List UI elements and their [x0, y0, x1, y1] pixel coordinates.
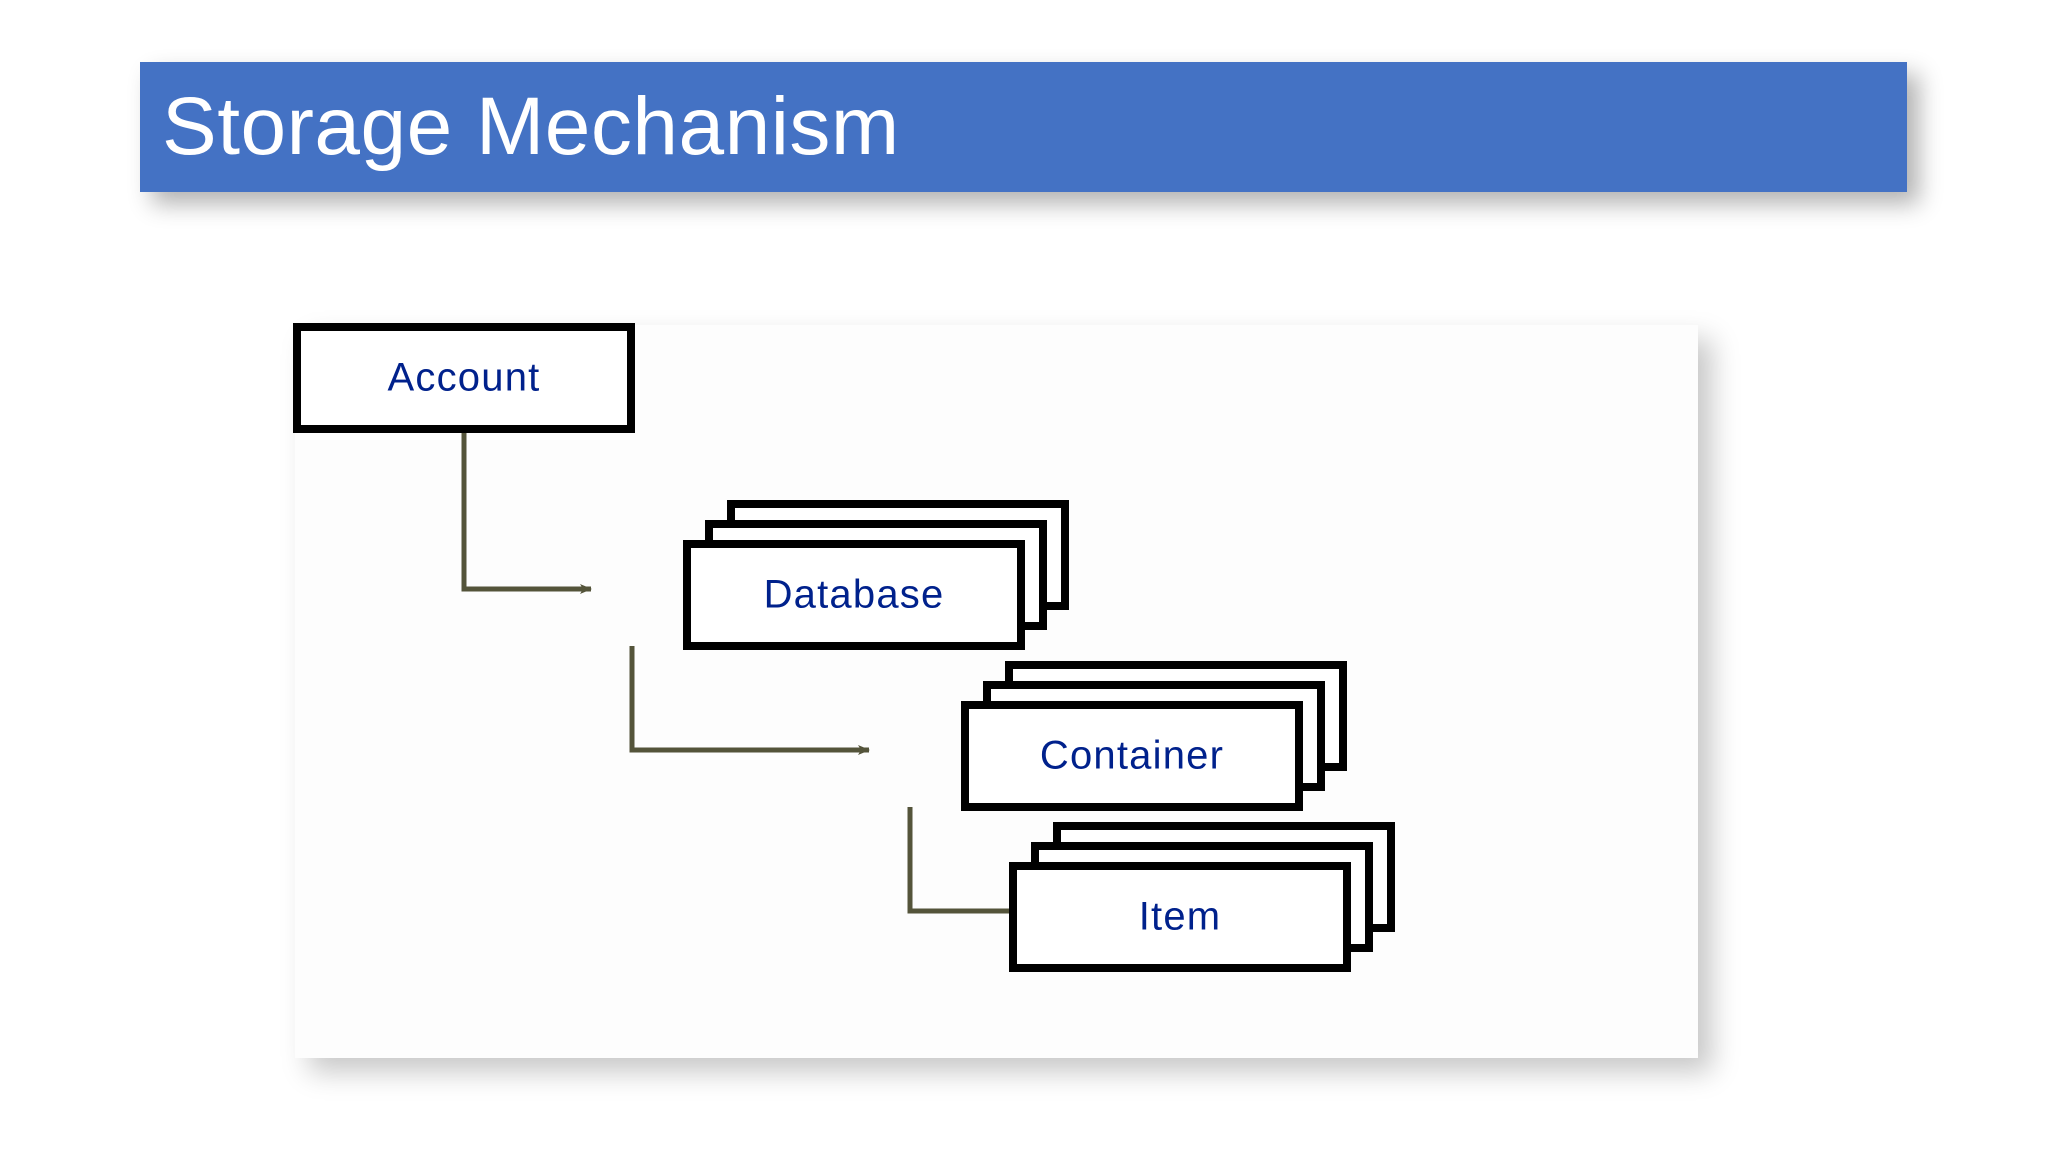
- node-item-layer-front: [1009, 862, 1351, 972]
- node-account-box: [293, 323, 635, 433]
- node-container-layer-front: [961, 701, 1303, 811]
- node-item-label: Item: [1139, 895, 1222, 939]
- storage-mechanism-diagram: Item Container Database Account: [293, 323, 1395, 972]
- diagram-canvas: Item Container Database Account: [293, 323, 1698, 1058]
- node-database-layer-front: [683, 540, 1025, 650]
- node-item[interactable]: Item: [1009, 822, 1395, 972]
- connector-database-to-container: [629, 646, 870, 755]
- slide-title-bar: Storage Mechanism: [140, 62, 1907, 192]
- connector-account-to-database: [461, 429, 592, 594]
- page-title: Storage Mechanism: [162, 81, 900, 172]
- node-database-label: Database: [764, 573, 945, 617]
- node-account[interactable]: Account: [293, 323, 635, 433]
- node-database[interactable]: Database: [683, 500, 1069, 650]
- node-container-label: Container: [1040, 734, 1224, 778]
- node-container[interactable]: Container: [961, 661, 1347, 811]
- node-account-label: Account: [388, 356, 541, 400]
